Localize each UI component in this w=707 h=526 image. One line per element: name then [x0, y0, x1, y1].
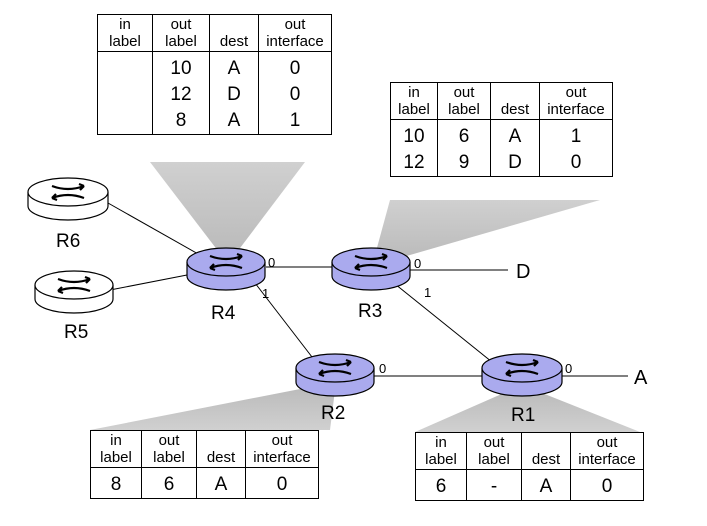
interface-label-r3-0: 0 — [414, 256, 422, 271]
router-r4 — [186, 247, 266, 291]
out-interface-cell: 1 — [539, 119, 613, 150]
header-dest: dest — [209, 14, 259, 52]
in-label-cell: 6 — [435, 476, 447, 497]
dest-cell: D — [490, 150, 540, 177]
out-label-cell: 10 — [152, 51, 210, 82]
out-label-cell: 6 — [141, 467, 197, 499]
in-label-cell: 10 — [403, 126, 425, 147]
router-arrows-icon — [209, 252, 243, 272]
in-label-cell: 8 — [110, 474, 122, 495]
dest-cell: D — [209, 82, 259, 108]
destination-d: D — [516, 261, 531, 283]
router-arrows-icon — [318, 358, 352, 378]
header-dest: dest — [490, 82, 540, 120]
header-dest: dest — [521, 432, 571, 470]
interface-label-r1-0: 0 — [565, 361, 573, 376]
router-arrows-icon — [51, 182, 85, 202]
router-r6 — [27, 177, 109, 221]
r4-table-callout — [150, 162, 305, 264]
out-interface-cell: 0 — [258, 51, 332, 82]
out-interface-cell: 0 — [258, 82, 332, 108]
out-label-cell: 6 — [437, 119, 491, 150]
dest-cell: A — [209, 108, 259, 135]
router-arrows-icon — [354, 252, 388, 272]
out-interface-cell: 0 — [539, 150, 613, 177]
out-interface-cell: 0 — [570, 469, 644, 501]
out-label-cell: 9 — [437, 150, 491, 177]
dest-cell: A — [490, 119, 540, 150]
router-label-r3: R3 — [358, 301, 383, 322]
link-r3-r1 — [394, 283, 493, 363]
router-arrows-icon — [57, 275, 91, 295]
router-label-r4: R4 — [211, 303, 236, 324]
router-r3 — [331, 247, 411, 291]
dest-cell: A — [196, 467, 246, 499]
router-r5 — [34, 270, 114, 314]
out-interface-cell: 0 — [245, 467, 319, 499]
in-label-cell: 12 — [403, 152, 425, 173]
in-label-cell — [98, 82, 153, 108]
in-label-cell — [98, 52, 153, 83]
router-r2 — [295, 353, 375, 397]
in-label-cell — [98, 108, 153, 135]
router-label-r6: R6 — [56, 231, 81, 252]
r2-table-callout — [90, 382, 336, 430]
destination-a: A — [634, 367, 648, 389]
out-label-cell: - — [466, 469, 522, 501]
router-r1 — [481, 353, 563, 397]
out-label-cell: 8 — [152, 108, 210, 135]
link-r5-r4 — [109, 274, 188, 291]
r1-table-callout — [415, 385, 640, 432]
dest-cell: A — [209, 51, 259, 82]
link-r4-r2 — [254, 282, 313, 358]
interface-label-r4-0: 0 — [268, 255, 276, 270]
interface-label-r2-0: 0 — [379, 361, 387, 376]
header-dest: dest — [196, 430, 246, 468]
dest-cell: A — [521, 469, 571, 501]
link-r6-r4 — [107, 202, 201, 256]
out-label-cell: 12 — [152, 82, 210, 108]
router-label-r5: R5 — [64, 322, 89, 343]
r3-table-callout — [372, 200, 600, 266]
router-arrows-icon — [505, 358, 539, 378]
router-label-r2: R2 — [321, 403, 346, 424]
interface-label-r4-1: 1 — [262, 286, 270, 301]
router-label-r1: R1 — [511, 405, 536, 426]
interface-label-r3-1: 1 — [424, 285, 432, 300]
out-interface-cell: 1 — [258, 108, 332, 135]
